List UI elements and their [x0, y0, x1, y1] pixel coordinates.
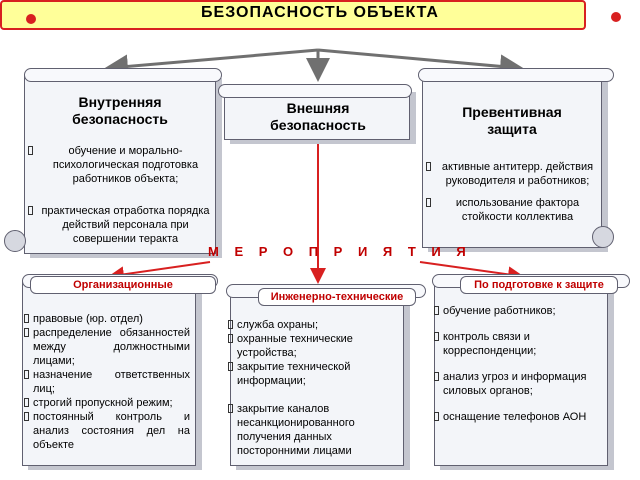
- organizational-item: распределение обязанностей между должнос…: [24, 326, 190, 368]
- engineering-item: служба охраны;: [228, 318, 400, 332]
- page-title: БЕЗОПАСНОСТЬ ОБЪЕКТА: [201, 4, 439, 21]
- external-scroll-roll: [218, 84, 412, 98]
- preventive-item: активные антитерр. действия руководителя…: [426, 160, 600, 188]
- engineering-list: служба охраны; охранные технические устр…: [228, 318, 400, 458]
- arrow-to-preventive: [317, 48, 524, 79]
- preparation-item: оснащение телефонов АОН: [434, 410, 604, 424]
- preventive-scroll-curl: [592, 226, 614, 248]
- engineering-item: закрытие технической информации;: [228, 360, 400, 388]
- engineering-item: охранные технические устройства;: [228, 332, 400, 360]
- engineering-label: Инженерно-технические: [258, 288, 416, 306]
- organizational-item: назначение ответственных лиц;: [24, 368, 190, 396]
- arrow-preventive-to-preparation: [419, 261, 524, 283]
- banner-curl-right: [611, 12, 621, 22]
- arrow-to-internal: [104, 48, 319, 79]
- preparation-item: анализ угроз и информация силовых органо…: [434, 370, 604, 398]
- internal-item: практическая отработка порядка действий …: [28, 204, 214, 246]
- organizational-item: правовые (юр. отдел): [24, 312, 190, 326]
- organizational-list: правовые (юр. отдел) распределение обяза…: [24, 312, 190, 452]
- preventive-item: использование фактора стойкости коллекти…: [426, 196, 600, 224]
- internal-security-list: обучение и морально-психологическая подг…: [28, 144, 214, 246]
- preventive-protection-heading: Превентивная защита: [462, 104, 562, 137]
- internal-security-heading: Внутренняя безопасность: [72, 94, 168, 127]
- preparation-label: По подготовке к защите: [460, 276, 618, 294]
- preparation-list: обучение работников; контроль связи и ко…: [434, 304, 604, 424]
- internal-item: обучение и морально-психологическая подг…: [28, 144, 214, 186]
- organizational-item: постоянный контроль и анализ состояния д…: [24, 410, 190, 452]
- banner-curl-left: [26, 14, 36, 24]
- organizational-panel: [22, 280, 196, 466]
- organizational-label: Организационные: [30, 276, 216, 294]
- measures-label: М Е Р О П Р И Я Т И Я: [208, 244, 472, 259]
- engineering-item: закрытие каналов несанкционированного по…: [228, 402, 400, 458]
- organizational-item: строгий пропускной режим;: [24, 396, 190, 410]
- preventive-scroll-roll: [418, 68, 614, 82]
- preparation-item: обучение работников;: [434, 304, 604, 318]
- internal-scroll-roll: [24, 68, 222, 82]
- title-banner: БЕЗОПАСНОСТЬ ОБЪЕКТА: [0, 0, 586, 30]
- external-security-heading: Внешняя безопасность: [270, 100, 366, 133]
- internal-scroll-curl: [4, 230, 26, 252]
- arrow-internal-to-organizational: [108, 261, 211, 283]
- preventive-protection-panel: [422, 74, 602, 248]
- preventive-protection-list: активные антитерр. действия руководителя…: [426, 160, 600, 224]
- preparation-panel: [434, 280, 608, 466]
- preparation-item: контроль связи и корреспонденции;: [434, 330, 604, 358]
